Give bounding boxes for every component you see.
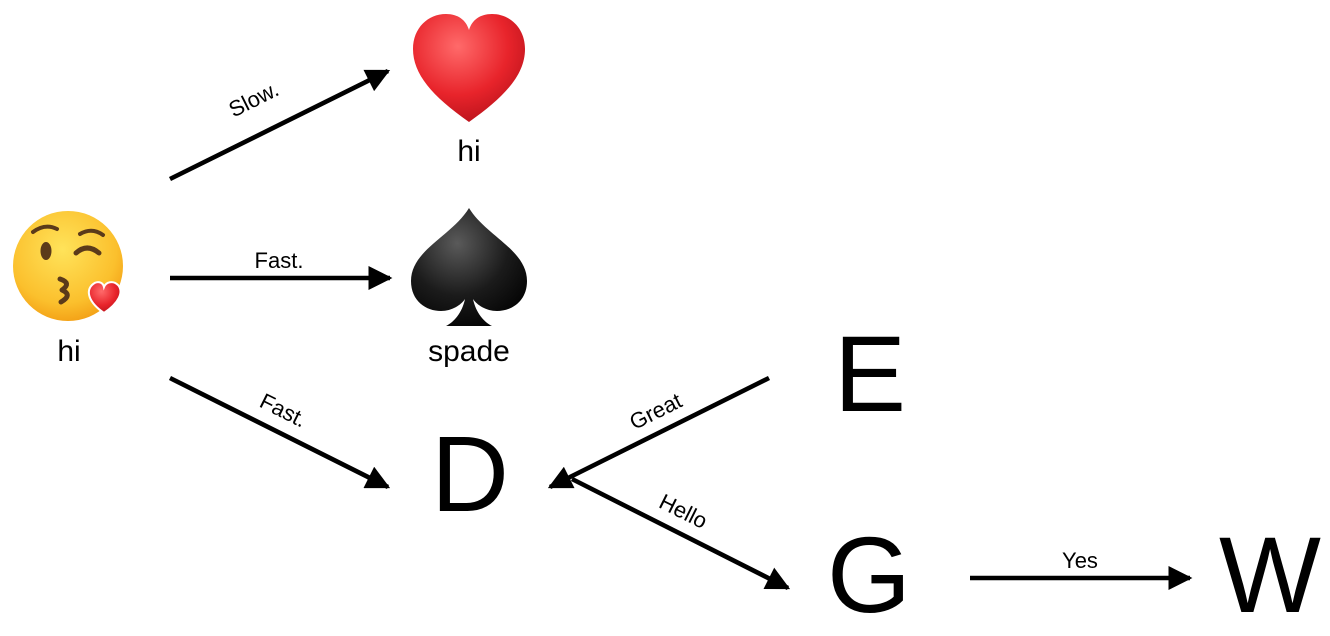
edge-e-to-d-label: Great [625, 388, 685, 435]
edge-kiss-to-heart-line [168, 68, 391, 182]
node-spade-label: spade [428, 335, 510, 368]
edge-d-to-g: Hello [570, 476, 791, 591]
node-spade: spade [411, 208, 527, 368]
red-heart-icon [413, 14, 525, 122]
edge-e-to-d-line [547, 375, 771, 490]
node-w: W [1219, 514, 1321, 635]
node-heart-label: hi [457, 135, 480, 168]
node-kiss-label: hi [57, 335, 80, 368]
node-heart: hi [413, 14, 525, 168]
edge-e-to-d: Great [547, 375, 771, 490]
edge-d-to-g-line [570, 476, 791, 591]
face-blowing-kiss-icon [13, 211, 123, 321]
edge-kiss-to-heart-label: Slow. [225, 76, 283, 122]
edge-kiss-to-d: Fast. [168, 375, 391, 490]
node-kiss: hi [13, 211, 123, 368]
edge-g-to-w-label: Yes [1062, 548, 1098, 573]
spade-icon [411, 208, 527, 326]
edge-kiss-to-spade: Fast. [170, 248, 393, 290]
node-d: D [431, 413, 509, 534]
edge-g-to-w: Yes [970, 548, 1193, 590]
node-e: E [834, 313, 906, 434]
edge-kiss-to-heart: Slow. [168, 68, 391, 182]
edge-kiss-to-spade-label: Fast. [255, 248, 304, 273]
edge-kiss-to-d-line [168, 375, 391, 490]
node-g: G [827, 514, 911, 635]
